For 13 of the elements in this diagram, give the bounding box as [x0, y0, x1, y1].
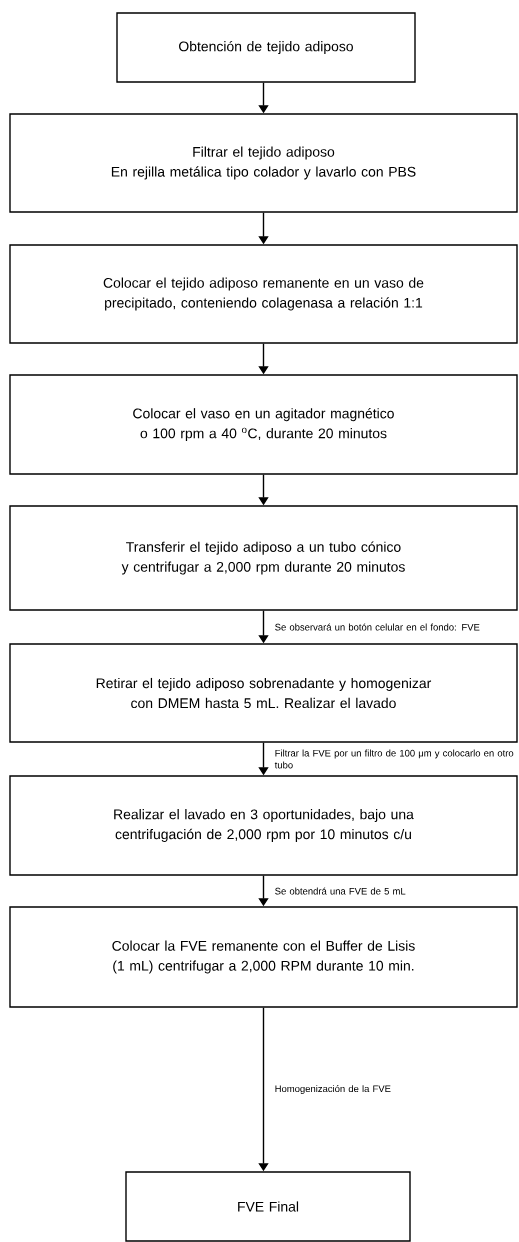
- process-box: Obtención de tejido adiposo: [116, 12, 416, 83]
- edge-label: Homogenización de la FVE: [275, 1085, 391, 1094]
- edge-label: Filtrar la FVE por un filtro de 100 μm y colocarlo en otro tubo: [274, 749, 514, 769]
- process-box: Colocar el vaso en un agitador magnético o 100 rpm a 40 $^{o}$C, durante 20 minutos: [9, 374, 518, 475]
- edge-label: Se observará un botón celular en el fondo: FVE: [275, 623, 480, 631]
- process-box: Colocar la FVE remanente con el Buffer de Lisis (1 mL) centrifugar a 2,000 RPM durante 10 min.: [9, 906, 518, 1008]
- edge-label: Se obtendrá una FVE de 5 mL: [275, 887, 406, 895]
- process-box: Transferir el tejido adiposo a un tubo cónico y centrifugar a 2,000 rpm durante 20 minutos: [9, 505, 518, 611]
- process-box: Retirar el tejido adiposo sobrenadante y homogenizar con DMEM hasta 5 mL. Realizar el lavado: [9, 643, 518, 743]
- process-box: FVE Final: [125, 1171, 411, 1242]
- process-box: Filtrar el tejido adiposo En rejilla metálica tipo colador y lavarlo con PBS: [9, 113, 518, 213]
- process-box: Colocar el tejido adiposo remanente en un vaso de precipitado, conteniendo colagenasa a relación 1:1: [9, 244, 518, 344]
- process-box: Realizar el lavado en 3 oportunidades, bajo una centrifugación de 2,000 rpm por 10 minutos c/u: [9, 775, 518, 876]
